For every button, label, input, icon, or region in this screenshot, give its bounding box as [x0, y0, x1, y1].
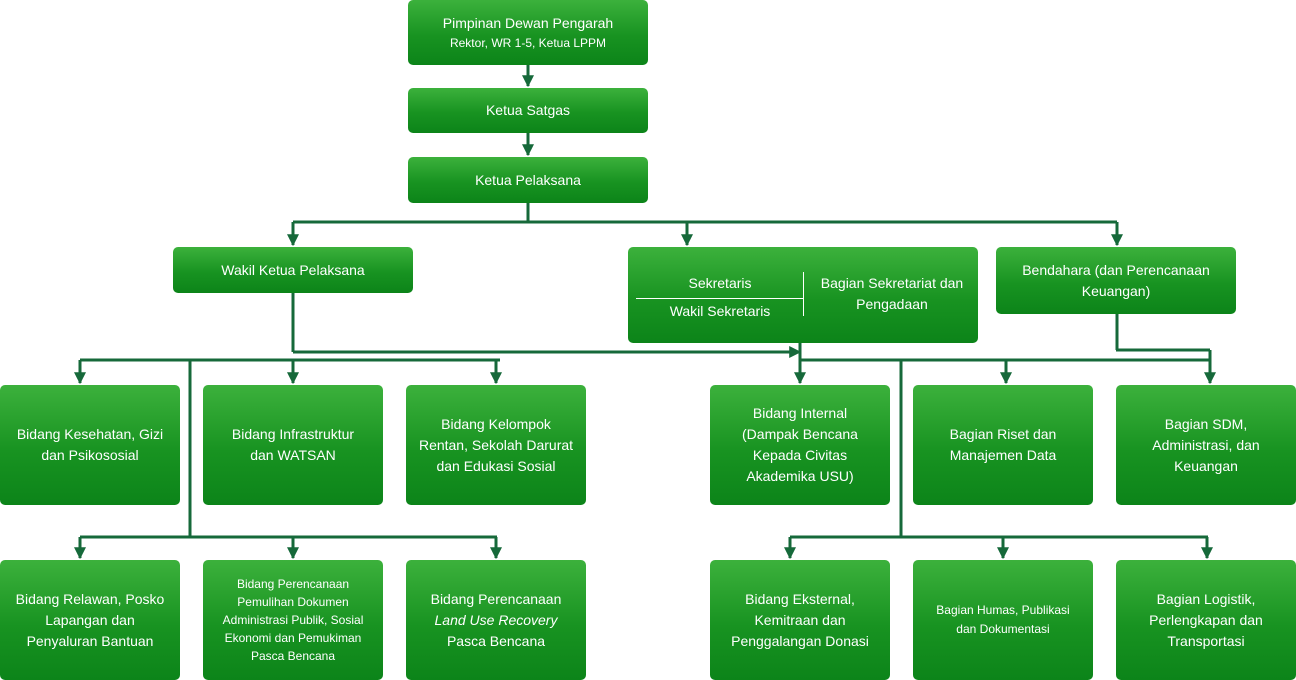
- node-line: Bagian SDM,: [1164, 415, 1248, 432]
- node-bagian-humas: Bagian Humas, Publikasi dan Dokumentasi: [913, 560, 1093, 680]
- node-line: Pasca Bencana: [446, 632, 546, 649]
- node-title: Pimpinan Dewan Pengarah: [442, 15, 614, 31]
- node-line: Rentan, Sekolah Darurat: [418, 436, 574, 453]
- node-label: Ketua Pelaksana: [475, 171, 581, 188]
- node-line: Penyaluran Bantuan: [26, 632, 154, 649]
- bagian-sekretariat-line1: Bagian Sekretariat dan: [820, 275, 964, 291]
- node-bidang-kelompok-rentan: Bidang Kelompok Rentan, Sekolah Darurat …: [406, 385, 586, 505]
- node-bidang-infrastruktur: Bidang Infrastruktur dan WATSAN: [203, 385, 383, 505]
- node-line: Administrasi Publik, Sosial: [222, 613, 364, 627]
- node-line: Bidang Perencanaan: [430, 590, 562, 607]
- node-line: Bagian Riset dan: [949, 426, 1057, 442]
- node-line: Bidang Perencanaan: [236, 577, 350, 591]
- node-line: Bidang Eksternal,: [745, 590, 855, 607]
- node-line: Lapangan dan: [45, 611, 135, 628]
- node-line: Pasca Bencana: [250, 649, 336, 663]
- node-line: Kepada Civitas: [752, 447, 848, 463]
- node-line: dan WATSAN: [250, 447, 336, 463]
- node-label: Ketua Satgas: [485, 102, 571, 118]
- node-bagian-riset: Bagian Riset dan Manajemen Data: [913, 385, 1093, 505]
- node-bendahara: Bendahara (dan Perencanaan Keuangan): [996, 247, 1236, 314]
- node-line: Bidang Relawan, Posko: [15, 590, 165, 607]
- sekretaris-divider: [636, 298, 804, 299]
- node-bidang-internal: Bidang Internal (Dampak Bencana Kepada C…: [710, 385, 890, 505]
- node-line: Akademika USU): [746, 468, 854, 484]
- node-ketua-pelaksana: Ketua Pelaksana: [408, 157, 648, 203]
- node-line: Keuangan: [1174, 457, 1238, 474]
- node-line: dan Edukasi Sosial: [436, 457, 556, 474]
- node-line: Ekonomi dan Pemukiman: [224, 631, 362, 645]
- node-line: Bagian Logistik,: [1156, 590, 1256, 607]
- node-bidang-relawan: Bidang Relawan, Posko Lapangan dan Penya…: [0, 560, 180, 680]
- node-line: Bidang Kelompok: [441, 415, 551, 432]
- node-line: Bidang Internal: [752, 405, 848, 421]
- node-line: Penggalangan Donasi: [731, 632, 869, 649]
- node-bidang-kesehatan: Bidang Kesehatan, Gizi dan Psikososial: [0, 385, 180, 505]
- node-line: Bagian Humas, Publikasi: [936, 603, 1070, 617]
- node-line: Perlengkapan dan: [1149, 611, 1263, 628]
- node-line: Bidang Infrastruktur: [231, 426, 355, 442]
- node-line: Manajemen Data: [949, 447, 1057, 463]
- node-line-italic: Land Use Recovery: [434, 611, 558, 628]
- node-bagian-logistik: Bagian Logistik, Perlengkapan dan Transp…: [1116, 560, 1296, 680]
- node-bagian-sdm: Bagian SDM, Administrasi, dan Keuangan: [1116, 385, 1296, 505]
- node-line: Keuangan): [1081, 282, 1151, 299]
- node-pimpinan-dewan-pengarah: Pimpinan Dewan Pengarah Rektor, WR 1-5, …: [408, 0, 648, 65]
- node-line: Bendahara (dan Perencanaan: [1022, 261, 1210, 278]
- bagian-sekretariat-line2: Pengadaan: [856, 296, 928, 312]
- node-line: Administrasi, dan: [1152, 436, 1260, 453]
- node-line: (Dampak Bencana: [742, 426, 858, 442]
- sekretaris-vertical-divider: [803, 272, 804, 316]
- node-ketua-satgas: Ketua Satgas: [408, 88, 648, 133]
- node-line: Kemitraan dan: [754, 611, 846, 628]
- node-wakil-ketua-pelaksana: Wakil Ketua Pelaksana: [173, 247, 413, 293]
- node-line: Pemulihan Dokumen: [237, 595, 349, 609]
- wakil-sekretaris-label: Wakil Sekretaris: [669, 303, 771, 319]
- node-subtitle: Rektor, WR 1-5, Ketua LPPM: [449, 36, 607, 50]
- node-line: dan Psikososial: [41, 447, 139, 463]
- node-line: Transportasi: [1167, 632, 1245, 649]
- node-sekretaris: Sekretaris Wakil Sekretaris Bagian Sekre…: [628, 247, 978, 343]
- node-line: Bidang Kesehatan, Gizi: [16, 426, 164, 442]
- node-line: dan Dokumentasi: [956, 622, 1050, 636]
- node-bidang-land-use-recovery: Bidang Perencanaan Land Use Recovery Pas…: [406, 560, 586, 680]
- node-label: Wakil Ketua Pelaksana: [221, 261, 365, 278]
- node-bidang-pemulihan-dokumen: Bidang Perencanaan Pemulihan Dokumen Adm…: [203, 560, 383, 680]
- sekretaris-label: Sekretaris: [688, 275, 752, 291]
- node-bidang-eksternal: Bidang Eksternal, Kemitraan dan Penggala…: [710, 560, 890, 680]
